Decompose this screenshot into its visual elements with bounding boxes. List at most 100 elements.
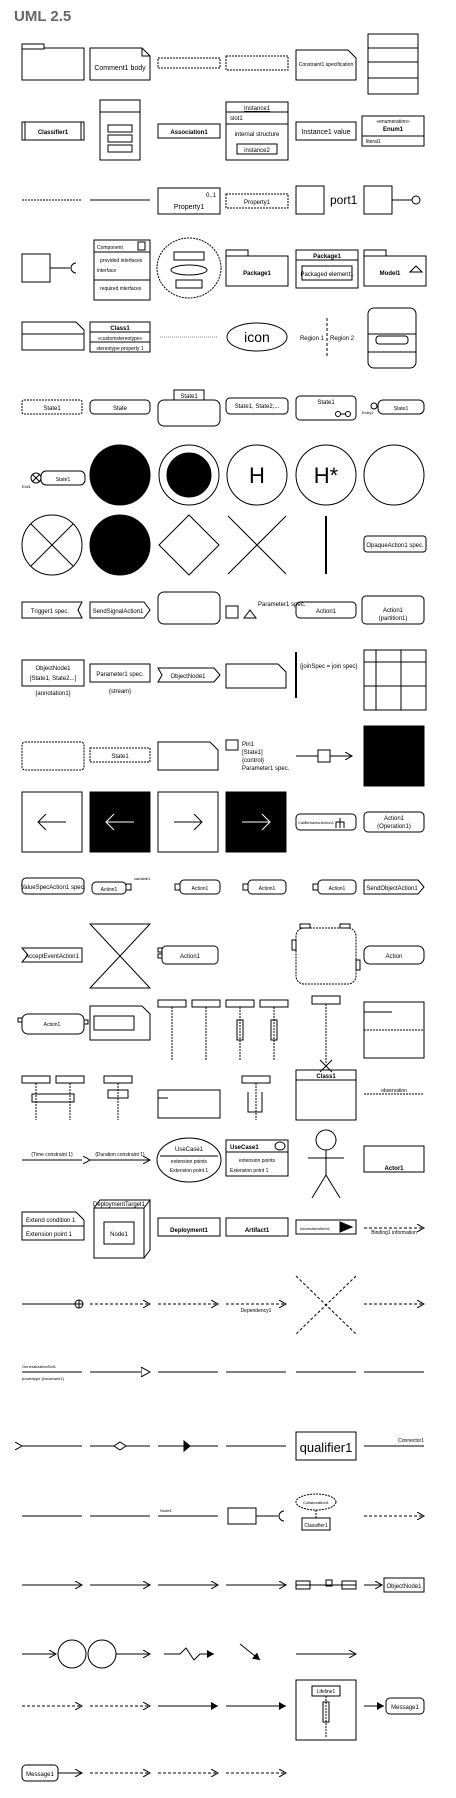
lifeline-1[interactable] [157,999,187,1060]
information-flow[interactable]: Binding1 information [364,1228,424,1236]
containment-line[interactable] [22,1299,84,1309]
state-dashed[interactable]: State1 [21,399,83,415]
extend-note[interactable]: Extend condition 1 Extension point 1 [21,1211,85,1241]
duration-constraint[interactable]: {Duration constraint 1} [90,1152,150,1160]
activity-frame[interactable] [157,591,221,625]
parameter-stream[interactable]: Parameter1 spec. {stream} [89,663,151,695]
actor-figure[interactable] [308,1129,344,1199]
classifier-box[interactable] [367,33,419,95]
aggregation[interactable] [90,1441,150,1451]
execution-spec[interactable] [241,1075,271,1120]
object-node-arrow[interactable]: ObjectNode1 [157,667,221,683]
left-arrow-box[interactable] [21,791,83,853]
actor-box[interactable]: Actor1 [363,1145,425,1173]
deep-history[interactable]: H* [295,444,357,506]
deployment-spec[interactable]: Deployment1 [157,1217,221,1237]
association-direction[interactable] [158,1439,218,1453]
entry-point-state[interactable]: State1 Entry2 [362,399,425,415]
icon-ellipse[interactable]: icon [226,322,288,352]
final-node[interactable] [158,444,220,506]
message-to-lifeline[interactable]: Message1 [364,1697,425,1715]
lifeline-activation-2[interactable] [259,999,289,1060]
send-signal[interactable]: SendSignalAction1 [89,601,151,619]
right-arrow-box-filled[interactable] [225,791,287,853]
opaque-action[interactable]: OpaqueAction1 spec. [363,535,427,553]
constraint-shape[interactable] [225,55,289,71]
interrupt-flow[interactable] [164,1647,214,1661]
action-rounded[interactable]: Action [363,945,425,965]
clear-variable-action[interactable]: Action1 [242,879,287,895]
association-shape[interactable]: Association1 [157,123,221,139]
deployment-node[interactable]: DeploymentTarget1 Node1 [93,1199,151,1259]
composite-state-tab[interactable]: State1 [157,389,221,427]
object-flow-node[interactable]: ObjectNode1 [364,1577,425,1593]
time-constraint[interactable]: {Time constraint 1} [22,1152,82,1161]
component-shape[interactable]: Component provided interfaces interface … [93,239,151,301]
observation-line[interactable]: observation [364,1088,424,1095]
region-shape[interactable]: Region 1 Region 2 [300,318,355,356]
frame-shape[interactable] [157,57,221,69]
package-container[interactable]: Package1 [225,249,289,287]
flow-final-circle[interactable] [363,444,425,506]
structured-classifier[interactable] [99,99,141,161]
parameter-node[interactable]: Parameter1 spec. [225,602,306,619]
state-rounded[interactable]: State [89,399,151,415]
composite-state[interactable] [367,307,417,369]
call-operation-action[interactable]: Action1 (Operation1) [363,811,425,833]
decision-node[interactable] [158,514,220,576]
usecase-ellipse[interactable]: UseCase1 extension points Extension poin… [156,1137,222,1183]
stereotype-props-note[interactable] [21,321,85,351]
double-circle-connector[interactable] [22,1639,150,1669]
black-square[interactable] [363,725,425,787]
state-invariant[interactable]: State1 [89,747,151,763]
property-dashed[interactable]: Property1 [225,193,289,209]
message-box[interactable]: Message1 [21,1764,82,1782]
submachine-state[interactable]: State1 [295,395,357,421]
interruptible-region[interactable] [21,741,85,771]
dependency-arrow[interactable]: Dependency1 [226,1304,286,1314]
sequence-self-message[interactable] [103,1075,133,1120]
instance-value[interactable]: Instance1 value [295,121,357,141]
read-variable-action[interactable]: Action1 variable1 [91,876,151,895]
class-with-stereotype[interactable]: Class1 «customstereotype» stereotype pro… [89,321,151,353]
pin-spec[interactable]: Pin1 [State1] {control} Parameter1 spec. [225,739,290,772]
activity-initial[interactable] [89,514,151,576]
partition-action[interactable]: Action1 (partition1) [361,595,425,625]
collaboration-usecase[interactable] [156,237,222,299]
collaboration-use[interactable]: Collaboration1 Classifier1 [295,1493,337,1531]
right-arrow-box[interactable] [157,791,219,853]
value-spec-action[interactable]: ValueSpecAction1 spec. [21,877,86,895]
flow-final-node[interactable] [21,514,83,576]
constraint-note[interactable] [157,741,219,771]
interaction-frame[interactable] [363,1001,425,1059]
lifeline-2[interactable] [191,999,221,1060]
lifeline-destruction[interactable] [311,995,341,1073]
model-shape[interactable]: Model1 [363,249,427,287]
pin-flow[interactable] [295,1579,357,1590]
exception-handler[interactable] [239,1643,261,1661]
object-node[interactable]: ObjectNode1 [State1, State2...] {annotat… [21,659,85,697]
enumeration[interactable]: «enumeration» Enum1 literal1 [361,115,425,147]
terminate-node[interactable] [227,515,287,575]
remove-variable-action[interactable]: Action1 [312,879,357,895]
join-spec[interactable]: {joinSpec = join spec} [295,652,358,698]
qualifier-box[interactable]: qualifier1 [295,1431,357,1461]
artifact[interactable]: Artifact1 [225,1217,289,1237]
state-list[interactable]: State1, State2,... [225,397,289,415]
package-with-element[interactable]: Package1 Packaged element1 [295,249,359,289]
behavior-note[interactable] [225,663,287,689]
accept-event[interactable]: Trigger1 spec. [21,601,83,619]
sequence-message[interactable] [21,1075,85,1120]
send-object-action[interactable]: SendObjectAction1 [363,879,425,895]
port-shape[interactable]: port1 [295,185,358,215]
action-shape[interactable]: Action1 [295,601,357,619]
crossing-dependency[interactable] [295,1275,357,1335]
expansion-node[interactable] [296,749,352,763]
information-item[interactable]: InformationItem1 [295,1219,357,1235]
action-with-pins[interactable]: Action1 [157,945,219,965]
left-arrow-box-filled[interactable] [89,791,151,853]
shallow-history[interactable]: H [226,444,288,506]
interaction-use[interactable] [157,1089,221,1119]
partition-grid[interactable] [363,649,427,711]
initial-node[interactable] [89,444,151,506]
